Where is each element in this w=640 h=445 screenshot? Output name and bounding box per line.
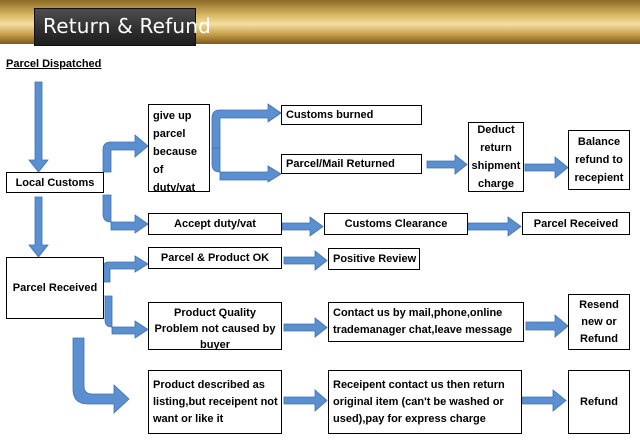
step-accept-duty: Accept duty/vat xyxy=(148,213,282,235)
arrow-giveup-to-burned xyxy=(211,103,282,151)
arrow-deduct-to-balance xyxy=(524,156,569,179)
arrow-customs-to-accept xyxy=(102,194,149,234)
arrow-clearance-to-final xyxy=(467,216,522,237)
step-parcel-product-ok: Parcel & Product OK xyxy=(148,247,282,269)
step-customs-clearance: Customs Clearance xyxy=(324,213,468,235)
arrow-received-to-described xyxy=(72,337,130,414)
step-deduct-return-charge: Deduct return shipment charge xyxy=(468,122,524,192)
arrow-accept-to-clearance xyxy=(281,216,324,237)
step-contact-us: Contact us by mail,phone,online trademan… xyxy=(328,302,524,342)
arrow-customs-to-received xyxy=(28,196,49,258)
step-refund: Refund xyxy=(568,370,630,434)
step-balance-refund: Balance refund to recepient xyxy=(568,130,630,190)
title-tab: Return & Refund xyxy=(34,8,211,46)
step-give-up-parcel: give up parcel because of duty/vat xyxy=(148,104,210,192)
step-described-as-listing: Product described as listing,but receipe… xyxy=(148,370,282,434)
arrow-returned-to-deduct xyxy=(426,154,468,175)
step-positive-review: Positive Review xyxy=(328,248,420,270)
step-receipent-contact: Receipent contact us then return origina… xyxy=(328,370,522,434)
arrow-quality-to-contact xyxy=(283,317,328,338)
arrow-ok-to-review xyxy=(283,250,328,271)
step-quality-problem: Product Quality Problem not caused by bu… xyxy=(148,302,282,350)
arrow-contact-to-resend xyxy=(525,314,569,338)
header-banner: Return & Refund xyxy=(0,0,640,46)
step-parcel-received: Parcel Received xyxy=(6,257,104,319)
arrow-described-to-contact xyxy=(283,389,328,412)
arrow-received-to-ok xyxy=(102,255,149,283)
step-parcel-dispatched: Parcel Dispatched xyxy=(6,58,102,70)
page-title: Return & Refund xyxy=(43,14,212,38)
step-local-customs: Local Customs xyxy=(6,172,104,193)
arrow-received-to-quality xyxy=(104,295,149,339)
arrow-dispatched-to-customs xyxy=(28,81,49,173)
step-customs-burned: Customs burned xyxy=(281,105,422,125)
arrow-contact-to-refund xyxy=(521,389,567,412)
step-parcel-mail-returned: Parcel/Mail Returned xyxy=(281,154,422,174)
step-parcel-received-final: Parcel Received xyxy=(522,212,630,235)
arrow-customs-to-giveup xyxy=(102,134,149,173)
arrow-giveup-to-returned xyxy=(211,147,282,183)
step-resend-or-refund: Resend new or Refund xyxy=(568,294,630,350)
